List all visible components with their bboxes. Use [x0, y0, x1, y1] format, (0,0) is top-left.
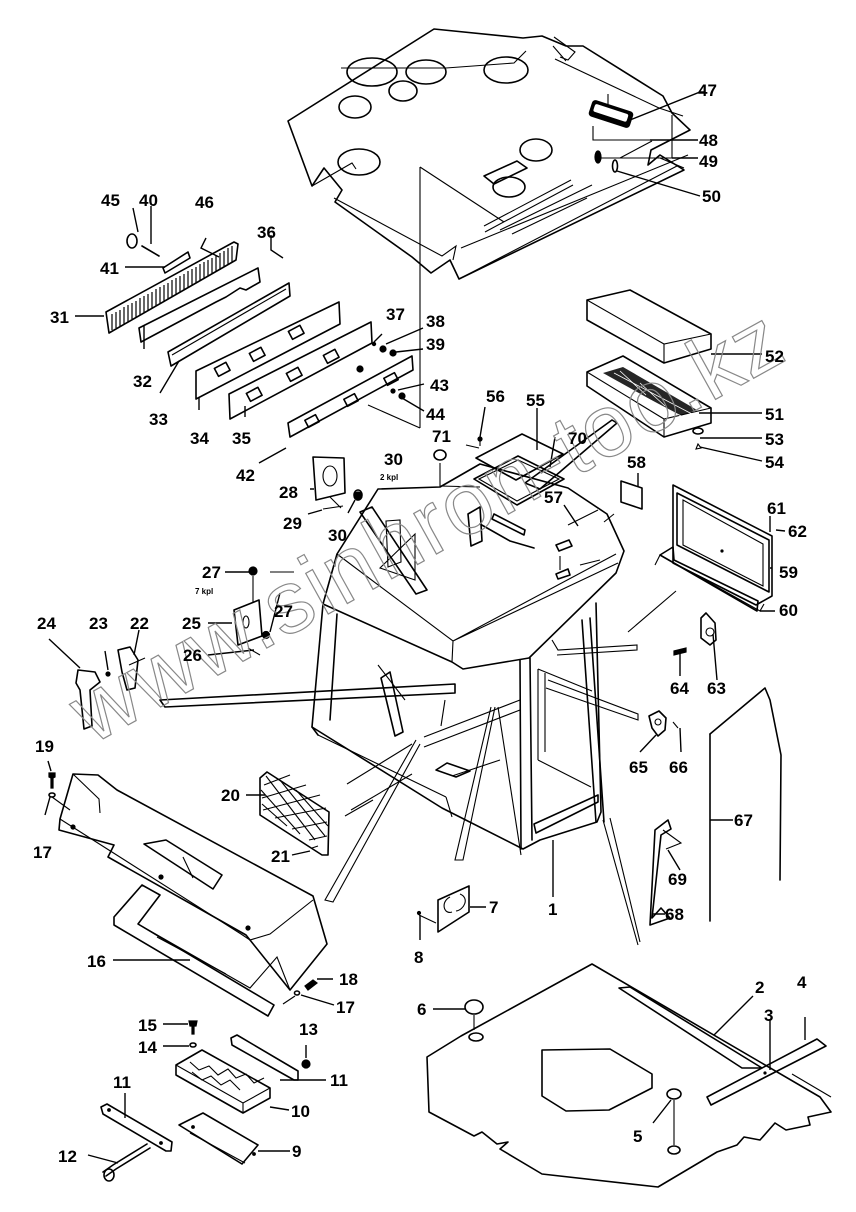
- callout-38: 38: [426, 312, 445, 331]
- callout-57: 57: [544, 488, 563, 507]
- callout-3: 3: [764, 1006, 773, 1025]
- callout-32: 32: [133, 372, 152, 391]
- callout-4: 4: [797, 973, 807, 992]
- callout-28: 28: [279, 483, 298, 502]
- callout-52: 52: [765, 347, 784, 366]
- mounting-plate-7: [416, 885, 470, 933]
- sticker-58: [620, 480, 643, 510]
- callout-61: 61: [767, 499, 786, 518]
- callout-63: 63: [707, 679, 726, 698]
- callout-56: 56: [486, 387, 505, 406]
- callout-68: 68: [665, 905, 684, 924]
- callout-8: 8: [414, 948, 423, 967]
- callout-41: 41: [100, 259, 119, 278]
- callout-42: 42: [236, 466, 255, 485]
- callout-39: 39: [426, 335, 445, 354]
- callout-48: 48: [699, 131, 718, 150]
- air-filter-assembly: [586, 289, 712, 450]
- callout-60: 60: [779, 601, 798, 620]
- callout-33: 33: [149, 410, 168, 429]
- callout-34: 34: [190, 429, 209, 448]
- side-cover: [48, 771, 374, 1017]
- callout-24: 24: [37, 614, 56, 633]
- callout-11b: 11: [113, 1073, 131, 1092]
- step-assembly: [100, 1020, 311, 1182]
- callout-43: 43: [430, 376, 449, 395]
- callout-67: 67: [734, 811, 753, 830]
- callout-5: 5: [633, 1127, 642, 1146]
- callout-62: 62: [788, 522, 807, 541]
- quantity-note-30: 2 kpl: [380, 473, 398, 482]
- callout-66: 66: [669, 758, 688, 777]
- callout-37: 37: [386, 305, 405, 324]
- callout-31: 31: [50, 308, 69, 327]
- callout-9: 9: [292, 1142, 301, 1161]
- callout-11a: 11: [330, 1071, 348, 1090]
- callout-27b: 27: [274, 602, 293, 621]
- callout-14: 14: [138, 1038, 157, 1057]
- callout-49: 49: [699, 152, 718, 171]
- callout-22: 22: [130, 614, 149, 633]
- callout-15: 15: [138, 1016, 157, 1035]
- callout-17b: 17: [336, 998, 355, 1017]
- callout-47: 47: [698, 81, 717, 100]
- cab-frame: [159, 419, 677, 946]
- door-latch-parts: [648, 612, 717, 737]
- callout-20: 20: [221, 786, 240, 805]
- callout-labels: 1 2 3 4 5 6 7 8 9 10 11 11 12 13 14 15 1…: [33, 81, 807, 1166]
- callout-53: 53: [765, 430, 784, 449]
- callout-50: 50: [702, 187, 721, 206]
- callout-70: 70: [568, 429, 587, 448]
- callout-26: 26: [183, 646, 202, 665]
- callout-65: 65: [629, 758, 648, 777]
- floor-mat: [426, 963, 832, 1188]
- callout-71: 71: [432, 427, 451, 446]
- callout-54: 54: [765, 453, 784, 472]
- callout-23: 23: [89, 614, 108, 633]
- callout-69: 69: [668, 870, 687, 889]
- callout-59: 59: [779, 563, 798, 582]
- callout-55: 55: [526, 391, 545, 410]
- callout-45: 45: [101, 191, 120, 210]
- front-panel-assembly: [105, 233, 421, 438]
- callout-64: 64: [670, 679, 689, 698]
- callout-29: 29: [283, 514, 302, 533]
- callout-12: 12: [58, 1147, 77, 1166]
- callout-7: 7: [489, 898, 498, 917]
- door-seal: [649, 687, 782, 926]
- rear-window: [654, 484, 773, 612]
- callout-1: 1: [548, 900, 557, 919]
- callout-27a: 27: [202, 563, 221, 582]
- callout-46: 46: [195, 193, 214, 212]
- callout-35: 35: [232, 429, 251, 448]
- callout-19: 19: [35, 737, 54, 756]
- callout-58: 58: [627, 453, 646, 472]
- callout-40: 40: [139, 191, 158, 210]
- callout-18: 18: [339, 970, 358, 989]
- callout-30a: 30: [328, 526, 347, 545]
- callout-21: 21: [271, 847, 290, 866]
- left-console-parts: [75, 456, 363, 730]
- callout-17a: 17: [33, 843, 52, 862]
- callout-13: 13: [299, 1020, 318, 1039]
- callout-44: 44: [426, 405, 445, 424]
- callout-16: 16: [87, 952, 106, 971]
- callout-10: 10: [291, 1102, 310, 1121]
- callout-51: 51: [765, 405, 784, 424]
- callout-2: 2: [755, 978, 764, 997]
- callout-25: 25: [182, 614, 201, 633]
- callout-36: 36: [257, 223, 276, 242]
- callout-6: 6: [417, 1000, 426, 1019]
- callout-30b: 30: [384, 450, 403, 469]
- quantity-note-27: 7 kpl: [195, 587, 213, 596]
